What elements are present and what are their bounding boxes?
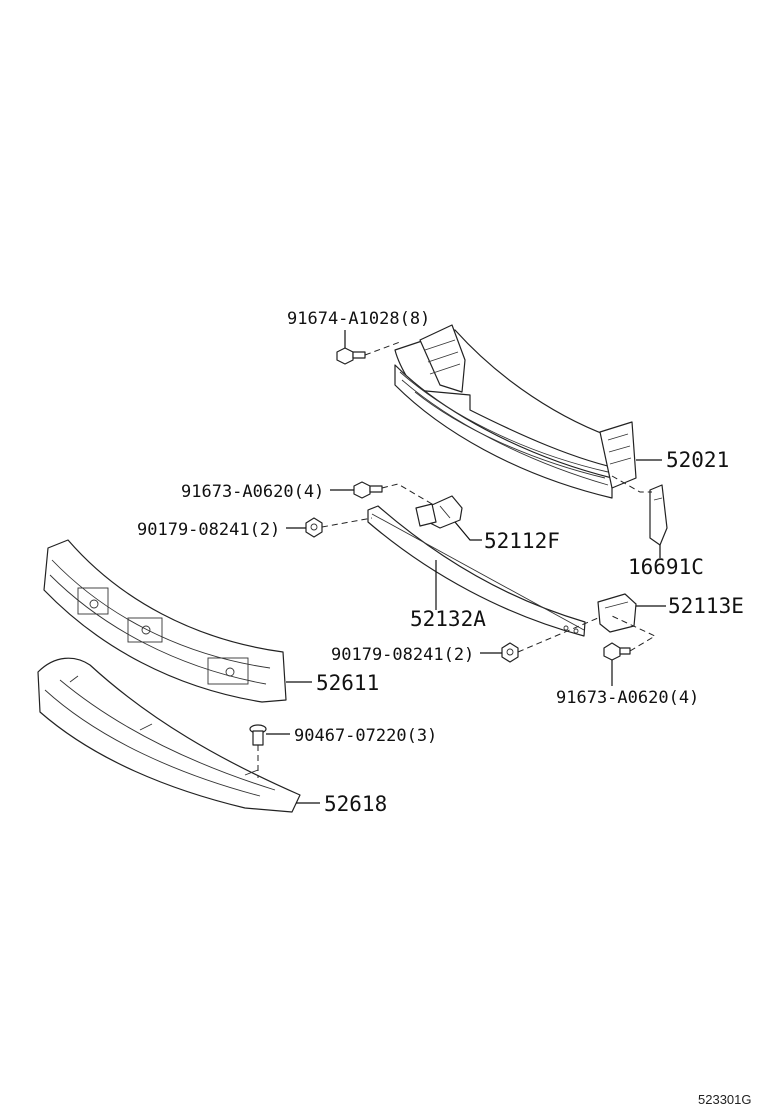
nut-90179-upper[interactable] <box>305 517 323 538</box>
callout-52618: 52618 <box>324 792 387 816</box>
callout-52132a: 52132A <box>410 607 486 631</box>
callout-52113e: 52113E <box>668 594 744 618</box>
leader-lines <box>266 330 666 804</box>
nut-90179-lower[interactable] <box>501 642 519 663</box>
diagram-code: 523301G <box>698 1092 752 1107</box>
callout-91673-a0620-upper: 91673-A0620(4) <box>181 482 324 502</box>
callout-52611: 52611 <box>316 671 379 695</box>
clip-90467[interactable] <box>249 724 267 746</box>
callout-52112f: 52112F <box>484 529 560 553</box>
bolt-91673-upper[interactable] <box>353 481 383 499</box>
callout-52021: 52021 <box>666 448 729 472</box>
callout-90179-08241-lower: 90179-08241(2) <box>331 645 474 665</box>
callout-90467-07220: 90467-07220(3) <box>294 726 437 746</box>
part-52021-bumper-reinforcement[interactable] <box>394 324 637 499</box>
callout-16691c: 16691C <box>628 555 704 579</box>
part-52618-lower-absorber[interactable] <box>37 657 301 813</box>
part-52132a-reinforcement-bar[interactable] <box>367 505 586 637</box>
part-52112f-bracket[interactable] <box>415 495 463 529</box>
bolt-91674-upper[interactable] <box>336 347 366 365</box>
callout-90179-08241-upper: 90179-08241(2) <box>137 520 280 540</box>
callout-91673-a0620-lower: 91673-A0620(4) <box>556 688 699 708</box>
assembly-dash-lines <box>257 341 657 778</box>
callout-91674-a1028: 91674-A1028(8) <box>287 309 430 329</box>
bolt-91673-lower[interactable] <box>603 642 631 661</box>
part-52113e-bracket[interactable] <box>597 593 637 633</box>
part-16691c-pad[interactable] <box>649 484 668 546</box>
part-52611-energy-absorber[interactable] <box>43 539 287 703</box>
